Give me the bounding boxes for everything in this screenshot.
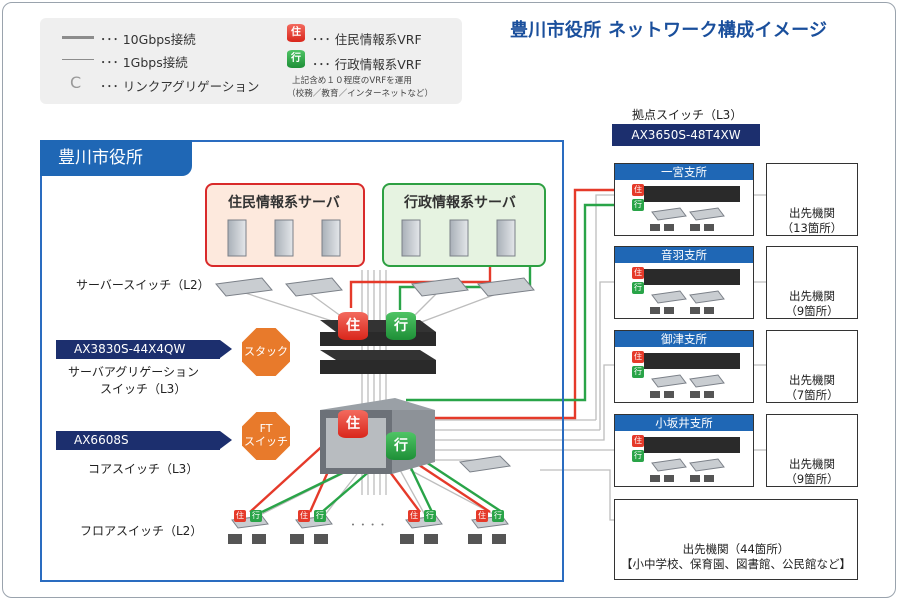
office-ichinomiya: 出先機関 （13箇所）	[766, 163, 858, 236]
server-switch-label: サーバースイッチ（L2）	[76, 278, 210, 292]
office-schools-detail: 【小中学校、保育園、図書館、公民館など】	[621, 557, 851, 571]
legend-note-2: （校務／教育／インターネットなど）	[287, 89, 434, 99]
office-schools: 出先機関（44箇所） 【小中学校、保育園、図書館、公民館など】	[614, 499, 858, 580]
office-count: （9箇所）	[785, 304, 839, 318]
branch2-resident-badge: 住	[632, 267, 644, 279]
aggregation-label-2: スイッチ（L3）	[100, 382, 187, 396]
legend-admin-vrf: ･･･ 行政情報系VRF	[312, 57, 422, 72]
admin-vrf-icon: 行	[287, 50, 305, 68]
legend-1g-label: ･･･ 1Gbps接続	[100, 55, 188, 70]
branch-switch-icons	[644, 186, 740, 453]
resident-server-icons	[227, 219, 341, 257]
legend-10g-line	[62, 36, 94, 39]
branch4-resident-badge: 住	[632, 435, 644, 447]
office-otowa: 出先機関 （9箇所）	[766, 246, 858, 319]
legend-resident-vrf: ･･･ 住民情報系VRF	[312, 32, 422, 47]
floor4-admin-badge: 行	[492, 510, 504, 522]
core-admin-vrf-icon: 行	[386, 432, 416, 460]
office-label: 出先機関	[789, 457, 835, 471]
branch3-resident-badge: 住	[632, 351, 644, 363]
ft-label-2: スイッチ	[244, 435, 288, 448]
branch-name: 御津支所	[615, 331, 753, 347]
core-model-tag: AX6608S	[56, 431, 232, 450]
stack-badge: スタック	[242, 328, 290, 376]
core-switch-label: コアスイッチ（L3）	[88, 462, 199, 476]
resident-server-title: 住民情報系サーバ	[228, 195, 340, 211]
floor2-admin-badge: 行	[314, 510, 326, 522]
aggregation-admin-vrf-icon: 行	[386, 312, 416, 340]
resident-vrf-icon: 住	[287, 24, 305, 42]
site-switch-model-tag: AX3650S-48T4XW	[612, 124, 760, 146]
page-title: 豊川市役所 ネットワーク構成イメージ	[510, 20, 828, 41]
legend-note-1: 上記含め１０程度のVRFを運用	[292, 76, 412, 86]
floor4-resident-badge: 住	[476, 510, 488, 522]
floor1-admin-badge: 行	[250, 510, 262, 522]
city-hall-frame	[40, 140, 564, 582]
branch-name: 音羽支所	[615, 247, 753, 263]
branch-l2-switch-icons	[651, 207, 725, 472]
branch-pc-icons	[650, 224, 714, 482]
site-switch-label: 拠点スイッチ（L3）	[632, 108, 743, 122]
branch1-resident-badge: 住	[632, 184, 644, 196]
floor-pc-icons	[228, 534, 506, 544]
legend-1g-line	[62, 59, 94, 60]
legend-10g-label: ･･･ 10Gbps接続	[100, 32, 196, 47]
ft-label-1: FT	[259, 422, 273, 436]
aggregation-model-tag: AX3830S-44X4QW	[56, 340, 232, 359]
aggregation-label-1: サーバアグリゲーション	[68, 365, 200, 379]
office-schools-label: 出先機関（44箇所）	[682, 542, 790, 556]
admin-server-title: 行政情報系サーバ	[404, 195, 516, 211]
aggregation-resident-vrf-icon: 住	[338, 312, 368, 340]
lag-icon: C	[70, 73, 82, 92]
ft-switch-badge: FT スイッチ	[242, 412, 290, 460]
branch1-admin-badge: 行	[632, 199, 644, 211]
office-count: （13箇所）	[781, 221, 843, 235]
branch-name: 一宮支所	[615, 164, 753, 180]
branch3-admin-badge: 行	[632, 366, 644, 378]
branch-name: 小坂井支所	[615, 415, 753, 431]
admin-server-icons	[401, 219, 516, 257]
office-label: 出先機関	[789, 206, 835, 220]
city-hall-label: 豊川市役所	[40, 140, 192, 176]
server-switch-icons	[215, 277, 535, 297]
legend-lag-label: ･･･ リンクアグリゲーション	[100, 79, 260, 94]
legend-panel	[40, 18, 462, 104]
office-count: （7箇所）	[785, 388, 839, 402]
floor3-resident-badge: 住	[408, 510, 420, 522]
floor-ellipsis: ･ ･ ･ ･	[350, 518, 386, 532]
floor3-admin-badge: 行	[424, 510, 436, 522]
office-kozakai: 出先機関 （9箇所）	[766, 414, 858, 487]
office-mito: 出先機関 （7箇所）	[766, 330, 858, 403]
floor1-resident-badge: 住	[234, 510, 246, 522]
branch2-admin-badge: 行	[632, 282, 644, 294]
office-label: 出先機関	[789, 373, 835, 387]
core-resident-vrf-icon: 住	[338, 410, 368, 438]
office-label: 出先機関	[789, 289, 835, 303]
branch4-admin-badge: 行	[632, 450, 644, 462]
extra-l2-switch-icon	[458, 455, 512, 473]
floor-switch-label: フロアスイッチ（L2）	[80, 524, 203, 538]
office-count: （9箇所）	[785, 472, 839, 486]
floor2-resident-badge: 住	[298, 510, 310, 522]
